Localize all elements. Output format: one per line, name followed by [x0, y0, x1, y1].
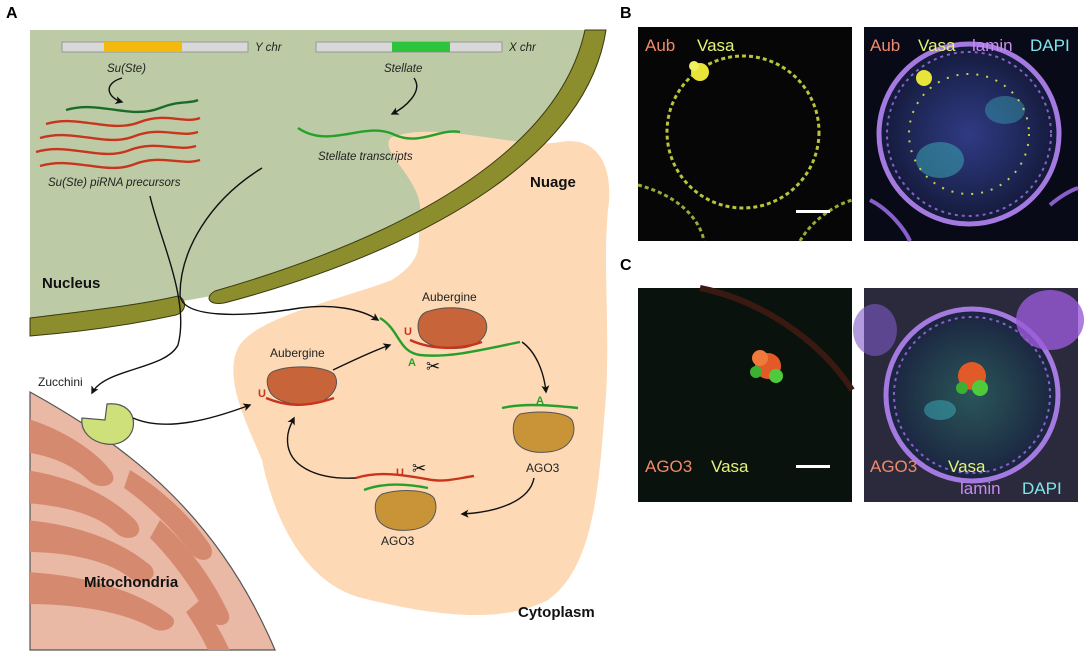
legend-c-right-line2-0: lamin	[960, 479, 1001, 498]
nucleus-region	[30, 30, 588, 318]
aubergine-top-protein	[417, 307, 488, 349]
a-nucleotide-right: A	[536, 395, 544, 407]
legend-c-right-line2-1: DAPI	[1022, 479, 1062, 498]
aubergine-left-protein	[266, 366, 337, 405]
aubergine-left-pirna	[265, 396, 335, 406]
aubergine-top-target-rna	[379, 316, 521, 357]
x-chr-label: X chr	[508, 42, 537, 54]
cytoplasm-label: Cytoplasm	[518, 604, 595, 621]
legend-c-right-line1-0: AGO3	[870, 457, 917, 476]
legend-b-left-0: Aub	[645, 36, 675, 55]
stellate-gene-label: Stellate	[384, 63, 422, 75]
panel-c-letter: C	[620, 257, 632, 274]
aubergine-top-pirna	[409, 338, 483, 349]
legend-c-left-0: AGO3	[645, 457, 692, 476]
legend-b-right-2: lamin	[972, 36, 1013, 55]
legend-b-right-0: Aub	[870, 36, 900, 55]
stellate-transcripts-label: Stellate transcripts	[318, 151, 413, 163]
legend-c-right: AGO3 Vasa lamin DAPI	[870, 457, 1062, 498]
u-nucleotide-bottom: U	[396, 467, 404, 479]
suste-gene-label: Su(Ste)	[107, 63, 146, 75]
ago3-right-pirna	[501, 403, 579, 410]
cycle-arrow-top-to-right	[521, 341, 550, 394]
u-nucleotide-left: U	[258, 388, 266, 400]
nuage-label: Nuage	[530, 174, 576, 191]
micrograph-c-left	[638, 285, 855, 502]
panel-a-letter: A	[6, 5, 18, 22]
nucleus-label: Nucleus	[42, 275, 100, 292]
ago3-right-protein	[512, 411, 575, 453]
zucchini-to-aubergine-arrow	[132, 403, 252, 425]
mitochondria	[29, 390, 276, 651]
micrograph-c-right	[853, 288, 1084, 502]
x-chromosome	[315, 41, 503, 53]
legend-c-left-1: Vasa	[711, 457, 749, 476]
ago3-right-label: AGO3	[526, 461, 560, 475]
ago3-bottom-label: AGO3	[381, 534, 415, 548]
cycle-arrow-left-to-top	[332, 343, 392, 371]
legend-b-right-1: Vasa	[918, 36, 956, 55]
mitochondria-label: Mitochondria	[84, 574, 179, 591]
stellate-transcript-rnas	[297, 127, 461, 140]
scissors-icon-bottom: ✂	[412, 459, 426, 478]
legend-b-left-1: Vasa	[697, 36, 735, 55]
a-nucleotide-top: A	[408, 357, 416, 369]
ago3-bottom-target-rna	[355, 472, 475, 482]
nuclear-envelope-lower	[29, 295, 185, 337]
suste-precursor-rnas	[35, 98, 201, 170]
legend-b-left: Aub Vasa	[645, 36, 735, 55]
nuclear-envelope-upper	[208, 29, 607, 304]
legend-c-right-line1-1: Vasa	[948, 457, 986, 476]
precursor-export-arrow	[91, 195, 182, 395]
micrograph-b-left	[637, 27, 853, 242]
aubergine-top-label: Aubergine	[422, 290, 477, 304]
cycle-arrow-right-to-bottom	[460, 477, 535, 518]
ago3-bottom-pirna	[363, 483, 429, 492]
legend-b-right-3: DAPI	[1030, 36, 1070, 55]
u-nucleotide-top: U	[404, 326, 412, 338]
ago3-bottom-protein	[374, 490, 437, 531]
suste-transcription-arrow	[108, 77, 124, 105]
zucchini-label: Zucchini	[38, 375, 83, 389]
scissors-icon-top: ✂	[426, 357, 440, 376]
stellate-transcription-arrow	[390, 77, 418, 115]
aubergine-left-label: Aubergine	[270, 346, 325, 360]
micrograph-b-right	[864, 27, 1079, 242]
stellate-export-arrow	[179, 167, 380, 321]
cycle-arrow-bottom-to-left	[286, 416, 357, 479]
y-chr-label: Y chr	[255, 42, 283, 54]
legend-b-right: Aub Vasa lamin DAPI	[870, 36, 1070, 55]
nuage-region	[233, 131, 610, 616]
precursors-label: Su(Ste) piRNA precursors	[48, 177, 181, 189]
y-chromosome	[61, 41, 249, 53]
legend-c-left: AGO3 Vasa	[645, 457, 749, 476]
panel-b-letter: B	[620, 5, 632, 22]
zucchini-protein	[81, 403, 135, 445]
